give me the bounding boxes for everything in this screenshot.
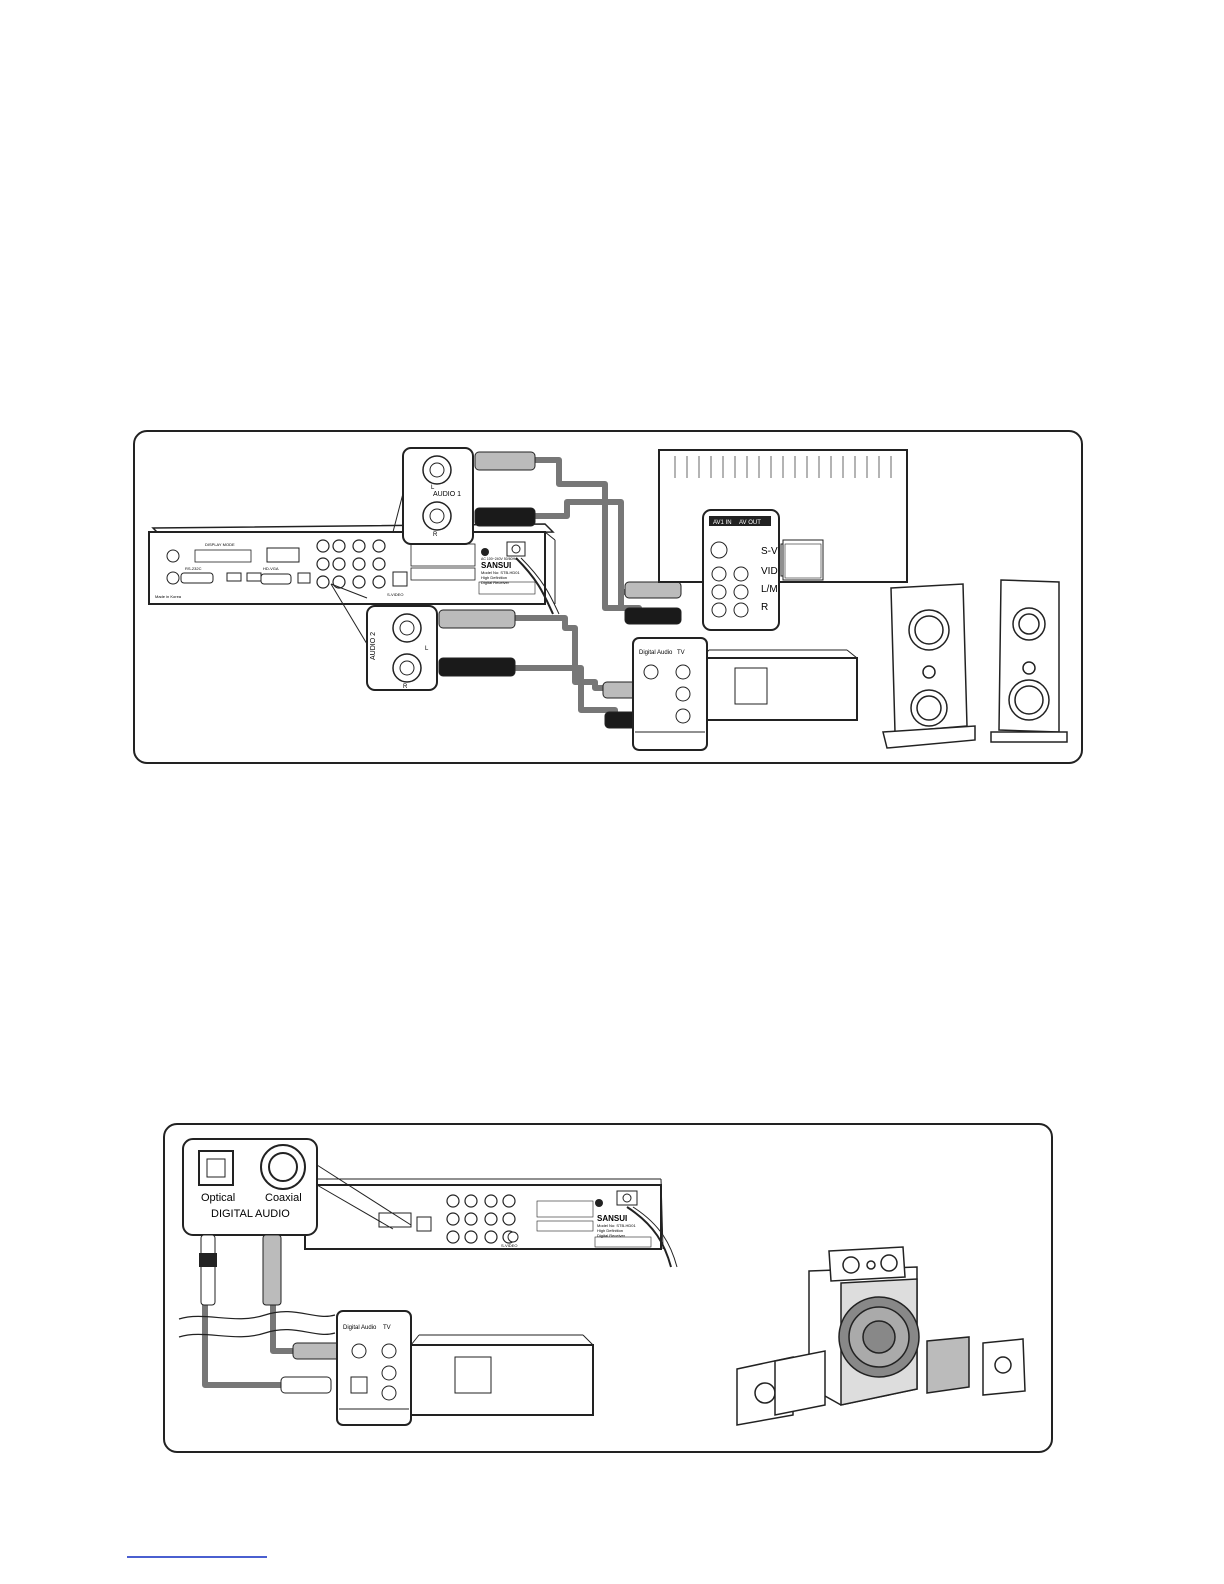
connection-diagram-digital: SANSUI Model No: STB-HD01 High Definitio…: [163, 1123, 1053, 1453]
hdvga-label: HD-VGA: [263, 566, 279, 571]
tv-sv-label: S-V: [761, 546, 778, 557]
tv-av-out-label: AV OUT: [739, 520, 761, 526]
television-rear: AV1 IN AV OUT S-V VID L/M R: [658, 449, 908, 631]
receiver-desc-1: High Definition: [481, 575, 507, 580]
tv-r-label: R: [761, 602, 768, 613]
footer-link-underline: [127, 1556, 267, 1558]
av-amplifier-2: Digital Audio TV: [336, 1310, 594, 1426]
receiver2-brand: SANSUI: [597, 1214, 627, 1223]
receiver2-model: Model No: STB-HD01: [597, 1223, 636, 1228]
audio2-l-label: L: [425, 646, 429, 652]
digital-cables: [202, 1301, 295, 1388]
audio2-r-label: R: [403, 684, 408, 690]
digital-plugs: [199, 1234, 342, 1394]
audio1-label: AUDIO 1: [433, 491, 461, 498]
floor-speakers: [882, 579, 1068, 749]
av-amplifier: Digital Audio TV: [632, 637, 858, 751]
coaxial-label: Coaxial: [265, 1192, 302, 1204]
analog-diagram-drawing: SANSUI Model No: STB-HD01 High Definitio…: [148, 447, 1068, 751]
receiver-rear-panel: SANSUI Model No: STB-HD01 High Definitio…: [148, 523, 560, 615]
receiver2-desc-2: Digital Receiver: [597, 1233, 626, 1238]
digital-audio-callout: Optical Coaxial DIGITAL AUDIO: [182, 1138, 412, 1236]
amp-digital-audio-label: Digital Audio: [639, 650, 673, 656]
amp-tv-label: TV: [677, 650, 685, 656]
receiver-desc-2: Digital Receiver: [481, 580, 510, 585]
receiver-model: Model No: STB-HD01: [481, 570, 520, 575]
tv-av-in-label: AV1 IN: [713, 520, 732, 526]
svideo-label: S-VIDEO: [387, 592, 403, 597]
amp2-digital-audio-label: Digital Audio: [343, 1325, 377, 1331]
audio1-l-label: L: [431, 485, 435, 491]
tv-vid-label: VID: [761, 566, 778, 577]
made-in-label: Made in Korea: [155, 594, 182, 599]
audio-cables: [515, 457, 655, 725]
connection-diagram-analog: SANSUI Model No: STB-HD01 High Definitio…: [133, 430, 1083, 764]
rs232-label: RS-232C: [185, 566, 202, 571]
audio1-r-label: R: [433, 532, 438, 538]
digital-diagram-drawing: SANSUI Model No: STB-HD01 High Definitio…: [178, 1138, 1026, 1426]
receiver-rear-panel-2: SANSUI Model No: STB-HD01 High Definitio…: [304, 1178, 678, 1268]
audio2-label: AUDIO 2: [370, 632, 377, 660]
optical-label: Optical: [201, 1192, 235, 1204]
wavy-break: [178, 1311, 336, 1338]
receiver-ac-label: AC 100~240V 50/60Hz: [481, 557, 517, 561]
receiver2-svideo-label: S-VIDEO: [501, 1243, 517, 1248]
amp2-tv-label: TV: [383, 1325, 391, 1331]
audio2-callout: AUDIO 2 L R: [330, 583, 438, 691]
receiver-brand: SANSUI: [481, 561, 511, 570]
audio1-callout: AUDIO 1 L R: [392, 447, 474, 545]
receiver2-desc-1: High Definition: [597, 1228, 623, 1233]
display-mode-label: DISPLAY MODE: [205, 542, 235, 547]
digital-audio-label: DIGITAL AUDIO: [211, 1208, 290, 1220]
tv-lm-label: L/M: [761, 584, 778, 595]
surround-speaker-set: [736, 1246, 1026, 1426]
